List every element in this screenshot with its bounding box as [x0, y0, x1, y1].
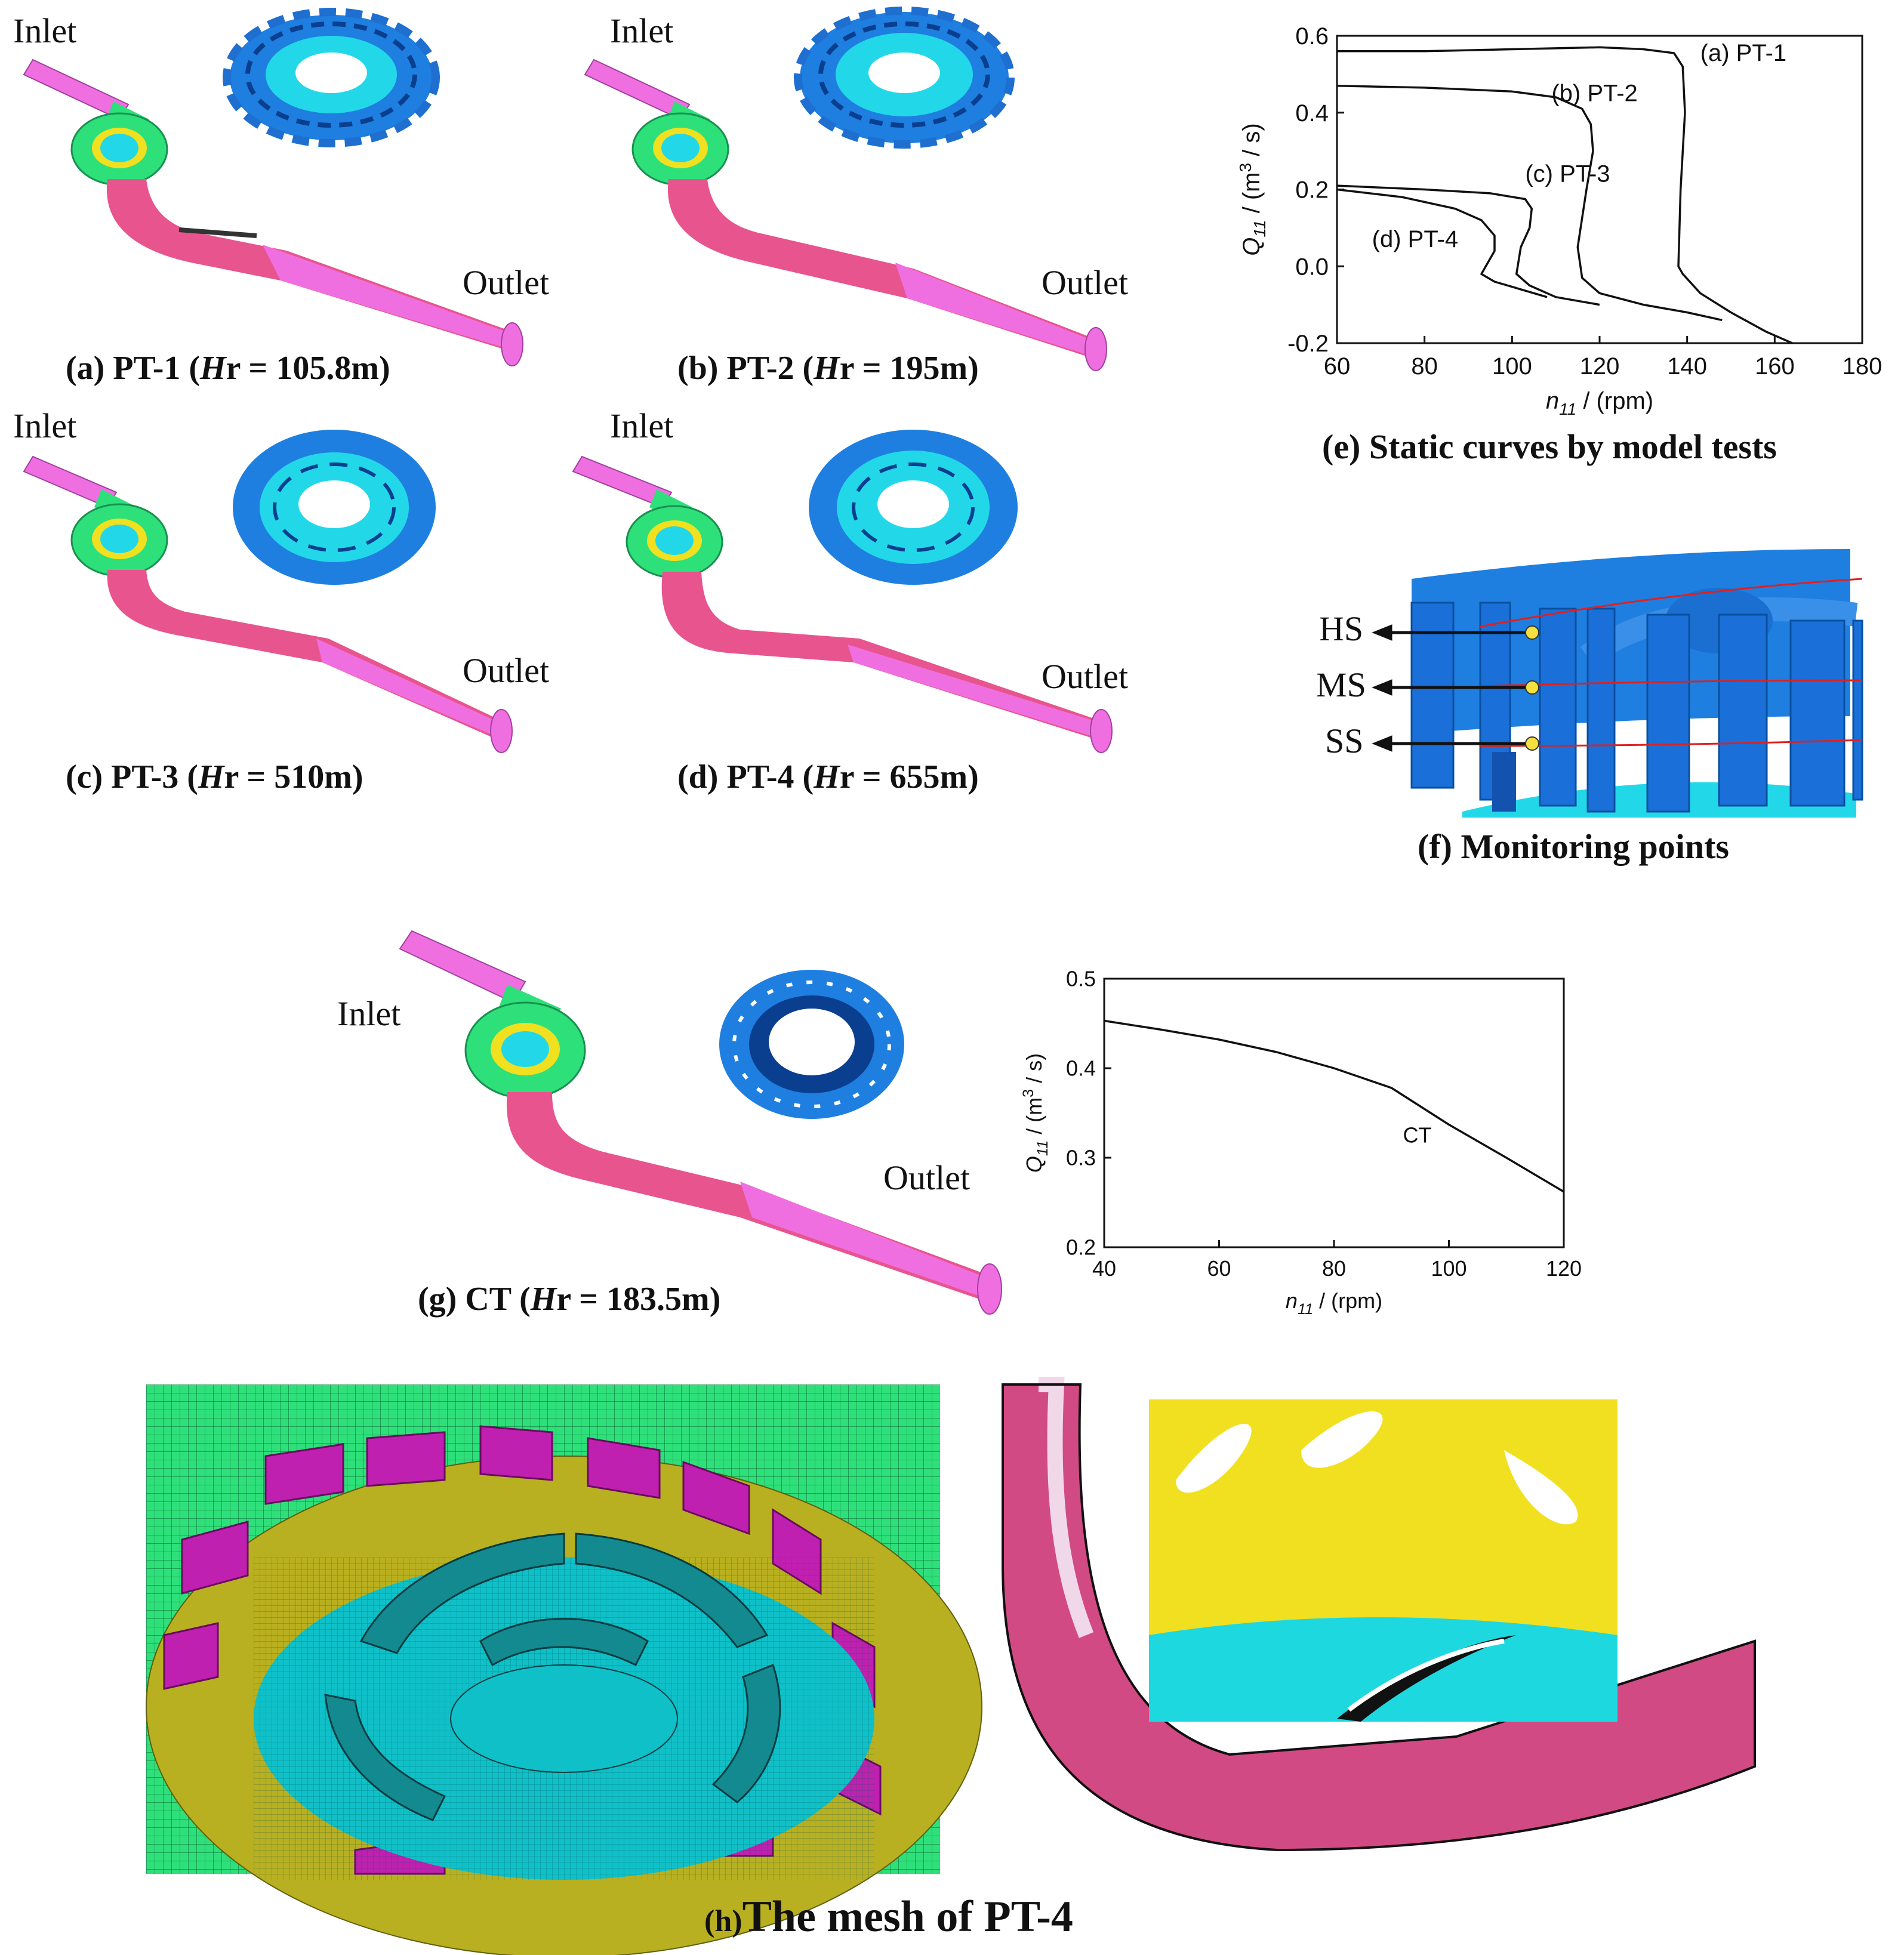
monitoring-point-hs: HS [1319, 609, 1364, 648]
turbine-geometry [23, 58, 523, 366]
series-line-2 [1336, 84, 1723, 322]
panel-g: Inlet Outlet (g) CT (Hr = 183.5m) [322, 919, 1039, 1337]
x-tick-label: 120 [1580, 353, 1620, 380]
turbine-geometry [399, 930, 1002, 1315]
x-tick-label: 100 [1431, 1256, 1466, 1281]
turbine-model-pt1 [23, 8, 523, 366]
y-tick-label: 0.6 [1295, 23, 1329, 50]
runner-blades [794, 7, 1015, 149]
turbine-model-pt2 [584, 7, 1107, 371]
y-tick-label: -0.2 [1287, 331, 1329, 357]
x-tick-label: 160 [1755, 353, 1795, 380]
turbine-geometry [584, 58, 1107, 371]
x-tick-label: 180 [1843, 353, 1883, 380]
inlet-label: Inlet [13, 406, 77, 445]
x-tick-label: 80 [1322, 1256, 1346, 1281]
monitoring-points-image [1372, 549, 1865, 818]
y-tick-label: 0.3 [1066, 1146, 1096, 1170]
outlet-label: Outlet [1042, 263, 1128, 302]
mesh-draft-tube-image [1002, 1377, 1756, 1852]
outlet-label: Outlet [883, 1158, 970, 1197]
series-line-1 [1104, 1019, 1564, 1193]
static-curves-chart: 60 80 100 120 140 160 180 -0.2 0.0 0.2 0.4 0.6 n11 /… [1236, 23, 1883, 418]
x-tick-label: 100 [1492, 353, 1532, 380]
caption-d: (d) PT-4 (Hr = 655m) [677, 758, 979, 795]
caption-g: (g) CT (Hr = 183.5m) [418, 1281, 721, 1318]
series-annotation: (c) PT-3 [1525, 161, 1610, 187]
y-axis-label: Q11 / (m3 / s) [1236, 123, 1269, 255]
panel-d: Inlet Outlet (d) PT-4 (Hr = 655m) [567, 406, 1170, 812]
runner-blades [224, 421, 445, 594]
outlet-label: Outlet [1042, 657, 1128, 696]
y-axis-label: Q11 / (m3 / s) [1020, 1053, 1051, 1173]
series-annotation: CT [1403, 1123, 1432, 1148]
series-line-1 [1337, 46, 1793, 344]
series-annotation: (b) PT-2 [1551, 80, 1637, 106]
x-tick-label: 60 [1324, 353, 1351, 380]
turbine-model-ct [399, 930, 1002, 1315]
inlet-label: Inlet [337, 994, 401, 1033]
panel-e: 60 80 100 120 140 160 180 -0.2 0.0 0.2 0.4 0.6 n11 /… [1218, 0, 1904, 477]
turbine-model-pt3 [23, 421, 513, 753]
x-axis-label: n11 / (rpm) [1546, 388, 1653, 418]
inlet-label: Inlet [610, 406, 674, 445]
y-tick-label: 0.2 [1066, 1235, 1096, 1260]
runner-blades [710, 961, 914, 1127]
series-line-4 [1336, 188, 1548, 298]
caption-a: (a) PT-1 (Hr = 105.8m) [66, 350, 390, 387]
panel-h: (h)The mesh of PT-4 [0, 1373, 1904, 1955]
runner-blades [223, 8, 440, 147]
monitoring-point-ss: SS [1325, 721, 1364, 760]
panel-a: Inlet Outlet (a) PT-1 (Hr = 105.8m) [0, 0, 597, 406]
caption-h: (h)The mesh of PT-4 [704, 1892, 1073, 1941]
inlet-label: Inlet [13, 11, 77, 50]
x-tick-label: 60 [1207, 1256, 1231, 1281]
x-tick-label: 40 [1092, 1256, 1116, 1281]
ct-curve-chart: 40 60 80 100 120 0.2 0.3 0.4 0.5 n11 / (rpm) Q11 /… [1020, 967, 1582, 1318]
runner-blades [800, 421, 1027, 594]
panel-c: Inlet Outlet (c) PT-3 (Hr = 510m) [0, 406, 597, 812]
mesh-runner-image [146, 1384, 982, 1955]
turbine-geometry [23, 455, 513, 753]
y-tick-label: 0.4 [1066, 1056, 1096, 1081]
monitoring-point-ms: MS [1316, 665, 1366, 704]
outlet-label: Outlet [463, 263, 549, 302]
x-tick-label: 80 [1411, 353, 1438, 380]
y-tick-label: 0.0 [1295, 254, 1329, 280]
y-tick-label: 0.2 [1295, 177, 1329, 203]
caption-e: (e) Static curves by model tests [1322, 427, 1777, 466]
y-tick-label: 0.5 [1066, 967, 1096, 991]
series-line-3 [1336, 184, 1600, 306]
panel-g-chart: 40 60 80 100 120 0.2 0.3 0.4 0.5 n11 / (rpm) Q11 /… [1015, 955, 1612, 1337]
x-axis-label: n11 / (rpm) [1286, 1288, 1382, 1318]
caption-f: (f) Monitoring points [1418, 827, 1729, 866]
panel-b: Inlet Outlet (b) PT-2 (Hr = 195m) [573, 0, 1170, 406]
turbine-geometry [572, 455, 1113, 753]
plot-frame [1103, 978, 1565, 1248]
caption-b: (b) PT-2 (Hr = 195m) [677, 350, 979, 387]
outlet-label: Outlet [463, 651, 549, 690]
series-annotation: (d) PT-4 [1372, 226, 1458, 252]
turbine-model-pt4 [572, 421, 1113, 753]
y-tick-label: 0.4 [1295, 100, 1329, 127]
series-annotation: (a) PT-1 [1700, 40, 1786, 66]
caption-c: (c) PT-3 (Hr = 510m) [66, 758, 363, 795]
inlet-label: Inlet [610, 11, 674, 50]
x-tick-label: 120 [1546, 1256, 1582, 1281]
x-tick-label: 140 [1667, 353, 1707, 380]
monitoring-arrows [1372, 624, 1528, 752]
panel-f: HS MS SS (f) Monitoring points [1301, 537, 1904, 877]
